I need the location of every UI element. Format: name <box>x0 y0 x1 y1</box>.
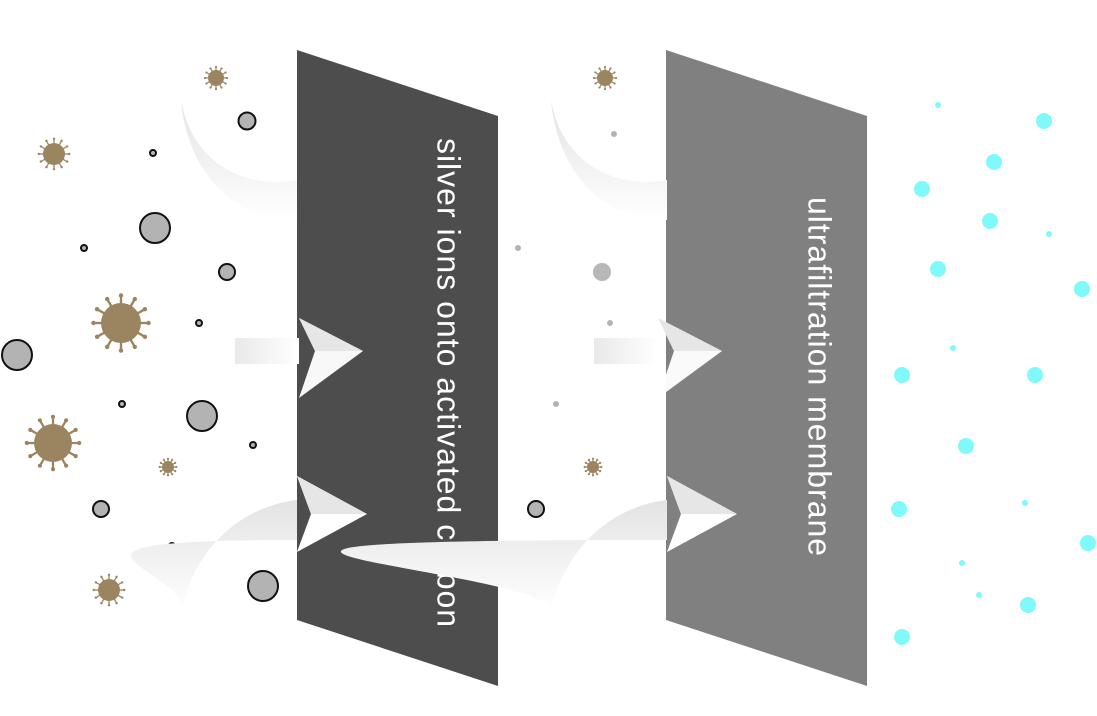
curved-arrow-icon <box>340 476 737 612</box>
virus-icon <box>583 457 603 477</box>
water-droplet-icon <box>959 560 965 566</box>
particle-icon <box>186 400 218 432</box>
flow-arrows-1 <box>130 100 367 612</box>
virus-icon <box>91 293 151 353</box>
water-droplet-icon <box>1046 231 1052 237</box>
particle-icon <box>118 400 126 408</box>
particle-icon <box>218 263 236 281</box>
virus-icon <box>158 457 178 477</box>
filter-panel-2: ultrafiltration membrane <box>666 50 867 686</box>
particle-icon <box>139 212 171 244</box>
water-droplet-icon <box>1080 535 1096 551</box>
particle-icon <box>1 339 33 371</box>
virus-icon <box>592 65 618 91</box>
water-droplet-icon <box>935 102 941 108</box>
particle-dot-icon <box>593 263 611 281</box>
water-droplet-icon <box>930 261 946 277</box>
water-droplet-icon <box>976 592 982 598</box>
filter-label-2: ultrafiltration membrane <box>802 197 838 557</box>
particle-dot-icon <box>611 131 617 137</box>
flow-arrows-2 <box>340 100 737 612</box>
water-droplet-icon <box>1036 113 1052 129</box>
contaminants-left <box>1 65 279 607</box>
virus-icon <box>203 65 229 91</box>
water-droplet-icon <box>986 154 1002 170</box>
particle-icon <box>249 441 257 449</box>
particle-icon <box>247 570 279 602</box>
curved-arrow-icon <box>130 476 367 612</box>
particle-icon <box>527 500 545 518</box>
particle-icon <box>92 500 110 518</box>
activated-carbon-panel <box>297 50 498 686</box>
clean-water-droplets <box>891 102 1096 645</box>
curved-arrow-icon <box>551 100 667 220</box>
particle-dot-icon <box>553 401 559 407</box>
particle-icon <box>237 111 257 131</box>
water-droplet-icon <box>914 181 930 197</box>
contaminants-middle <box>515 65 691 518</box>
virus-icon <box>37 137 71 171</box>
water-droplet-icon <box>1027 367 1043 383</box>
ultrafiltration-panel <box>666 50 867 686</box>
water-droplet-icon <box>950 345 956 351</box>
water-droplet-icon <box>1020 597 1036 613</box>
straight-arrow-icon <box>594 318 722 398</box>
virus-icon <box>92 573 126 607</box>
particle-icon <box>149 149 157 157</box>
particle-icon <box>80 244 88 252</box>
particle-dot-icon <box>515 245 521 251</box>
water-droplet-icon <box>982 213 998 229</box>
water-droplet-icon <box>1022 500 1028 506</box>
particle-dot-icon <box>607 320 613 326</box>
water-droplet-icon <box>894 629 910 645</box>
water-droplet-icon <box>894 367 910 383</box>
curved-arrow-icon <box>181 100 297 220</box>
water-droplet-icon <box>891 501 907 517</box>
water-droplet-icon <box>1074 281 1090 297</box>
water-droplet-icon <box>958 438 974 454</box>
straight-arrow-icon <box>235 318 363 398</box>
particle-icon <box>195 319 203 327</box>
virus-icon <box>24 414 82 472</box>
